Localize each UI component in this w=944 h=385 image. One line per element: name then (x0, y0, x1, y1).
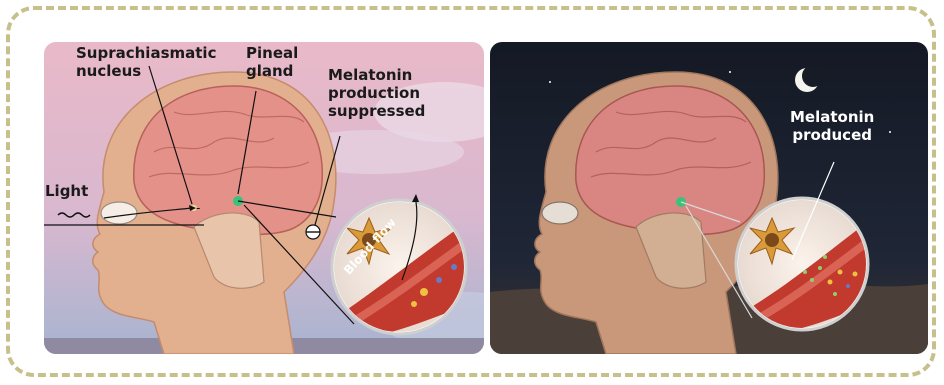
inhibit-symbol (306, 225, 320, 239)
label-melatonin-suppressed: Melatonin production suppressed (328, 66, 425, 120)
label-light: Light (45, 182, 88, 200)
night-panel: Melatonin produced (490, 42, 928, 354)
daytime-panel: - (44, 42, 484, 354)
label-pineal-gland: Pineal gland (246, 44, 298, 80)
eye (101, 202, 137, 224)
night-illustration (490, 42, 928, 354)
label-melatonin-produced: Melatonin produced (790, 108, 874, 144)
svg-text:-: - (196, 201, 200, 215)
brain (576, 86, 765, 234)
eye (542, 202, 578, 224)
label-suprachiasmatic-nucleus: Suprachiasmatic nucleus (76, 44, 216, 80)
